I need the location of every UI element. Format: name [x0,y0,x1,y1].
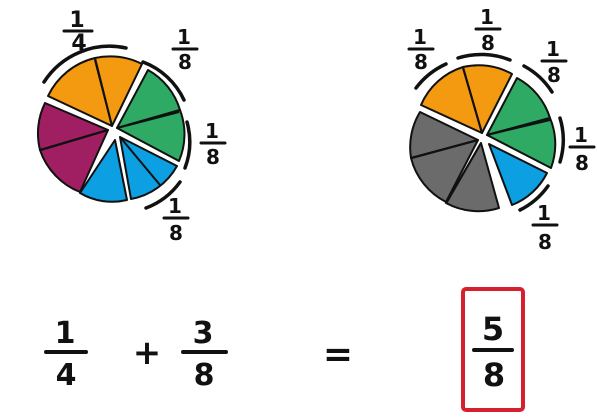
left-orange-piece-1 [47,57,113,127]
svg-text:3: 3 [193,316,214,351]
left-green-piece-2 [116,109,186,162]
left-label-eighth-2: 1 8 [199,119,227,169]
right-orange-piece-2 [462,64,513,134]
term-two-fraction: 3 8 [181,316,228,393]
right-label-eighth-5: 1 8 [531,201,559,254]
svg-text:1: 1 [574,123,588,147]
svg-text:8: 8 [169,221,183,245]
left-label-eighth-3: 1 8 [162,194,190,245]
svg-text:8: 8 [538,230,552,254]
left-fraction-circle: 1 4 1 8 1 8 1 8 [37,8,227,245]
right-label-eighth-2: 1 8 [474,5,502,55]
right-fraction-circle: 1 8 1 8 1 8 1 8 1 8 [407,5,596,254]
svg-text:8: 8 [481,31,495,55]
left-label-quarter: 1 4 [62,8,94,56]
svg-text:8: 8 [414,50,428,74]
svg-text:1: 1 [480,5,494,29]
equals-sign: = [323,334,353,375]
left-blue-piece-2 [79,139,128,203]
left-blue-piece-1 [119,136,178,200]
svg-text:1: 1 [205,119,219,143]
svg-text:1: 1 [537,201,551,225]
svg-text:8: 8 [206,145,220,169]
svg-text:8: 8 [547,63,561,87]
svg-text:1: 1 [69,8,84,33]
svg-text:1: 1 [177,25,191,49]
svg-text:8: 8 [178,50,192,74]
right-label-eighth-3: 1 8 [540,37,568,87]
svg-text:1: 1 [546,37,560,61]
svg-text:1: 1 [55,316,76,351]
svg-text:4: 4 [56,358,77,393]
term-one-fraction: 1 4 [44,316,88,393]
left-orange-piece-2 [94,55,143,127]
svg-text:5: 5 [482,310,504,348]
plus-sign: + [133,333,162,373]
svg-text:8: 8 [194,358,215,393]
right-label-eighth-4: 1 8 [568,123,596,175]
result-highlight-box [461,287,525,412]
right-gray-piece-2 [410,139,479,203]
svg-text:8: 8 [575,151,589,175]
result-fraction: 5 8 [472,310,514,394]
equation: 1 4 + 3 8 = 5 8 [44,287,525,412]
svg-text:8: 8 [483,356,505,394]
left-label-eighth-1: 1 8 [171,25,199,74]
right-label-eighth-1: 1 8 [407,25,435,74]
svg-text:1: 1 [413,25,427,49]
right-gray-piece-3 [445,142,500,213]
svg-text:1: 1 [168,194,182,218]
svg-text:4: 4 [71,31,86,56]
right-blue-piece-1 [488,143,548,206]
